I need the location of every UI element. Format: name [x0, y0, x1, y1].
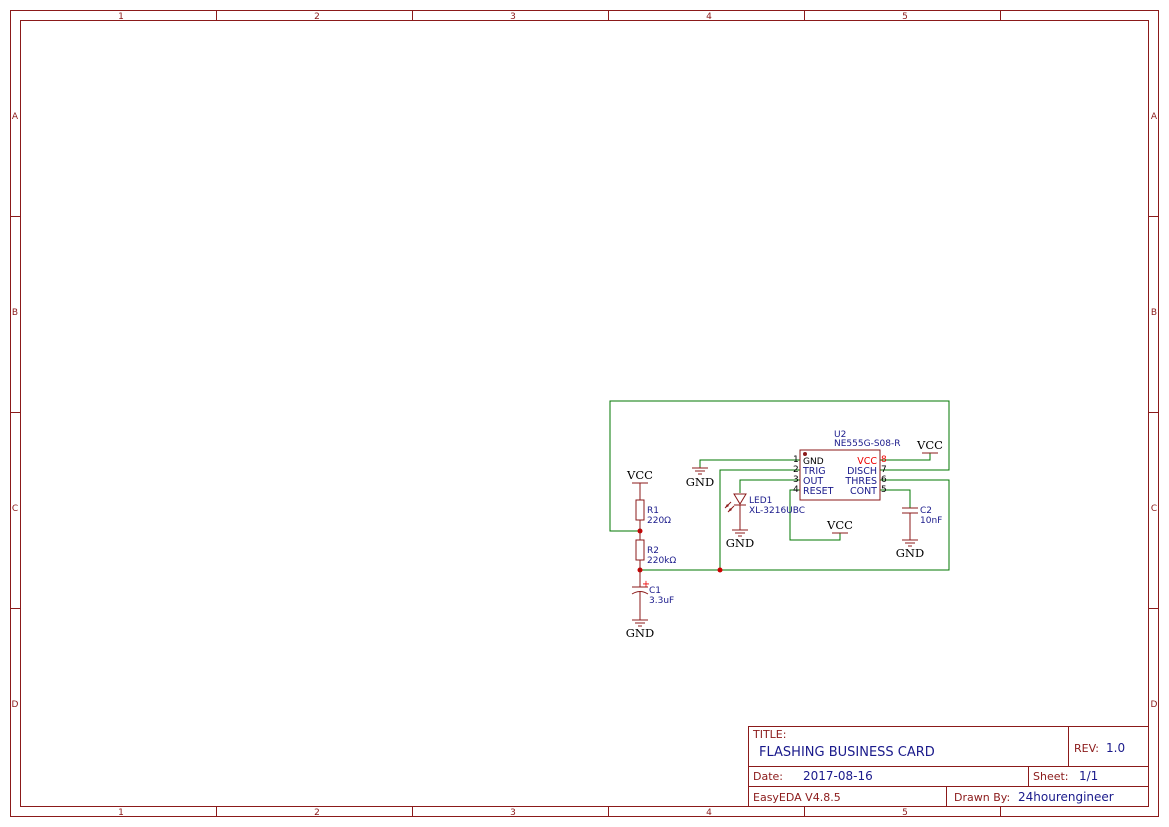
r2-value: 220kΩ [647, 556, 676, 566]
u2-pin-name: CONT [850, 486, 877, 497]
column-label-top: 3 [510, 12, 516, 22]
u2-pin-number: 8 [881, 455, 887, 465]
c1-polarity: + [642, 579, 650, 590]
gnd-label: GND [896, 546, 924, 560]
sheet-label: Sheet: [1033, 770, 1069, 783]
u2-pin-number: 6 [881, 475, 887, 485]
gnd-label: GND [726, 536, 754, 550]
gnd-label: GND [626, 626, 654, 640]
inner-frame [20, 20, 1149, 807]
c1-value: 3.3uF [649, 596, 674, 606]
u2-pin-number: 3 [793, 475, 799, 485]
vcc-label: VCC [826, 518, 853, 532]
title-block: TITLE: FLASHING BUSINESS CARD REV: 1.0 D… [748, 726, 1149, 807]
row-label-right: C [1151, 504, 1157, 514]
vcc-symbol: VCC [916, 438, 943, 454]
u2-pin-name: VCC [857, 456, 877, 467]
row-label-right: D [1151, 700, 1158, 710]
column-label-bottom: 4 [706, 808, 712, 818]
column-label-top: 2 [314, 12, 320, 22]
column-label-bottom: 2 [314, 808, 320, 818]
outer-frame [10, 10, 1159, 817]
led-led1[interactable]: LED1 XL-3216UBC [724, 493, 805, 530]
led1-part: XL-3216UBC [749, 506, 805, 516]
vcc-label: VCC [626, 468, 653, 482]
u2-pin-number: 7 [881, 465, 887, 475]
column-label-bottom: 1 [118, 808, 124, 818]
u2-pin-name: RESET [803, 486, 834, 497]
drawn-by-value: 24hourengineer [1018, 790, 1114, 804]
u2-designator: U2 [834, 430, 846, 440]
led1-designator: LED1 [749, 496, 772, 506]
column-dividers [216, 10, 1001, 817]
c2-designator: C2 [920, 506, 932, 516]
capacitor-c2[interactable]: C2 10nF [902, 506, 942, 540]
column-label-top: 1 [118, 12, 124, 22]
date-label: Date: [753, 770, 783, 783]
u2-pin-number: 4 [793, 485, 799, 495]
c1-designator: C1 [649, 586, 661, 596]
software-label: EasyEDA V4.8.5 [753, 791, 841, 804]
r2-designator: R2 [647, 546, 659, 556]
rev-label: REV: [1074, 742, 1099, 755]
sheet-value: 1/1 [1079, 769, 1098, 783]
row-dividers [10, 216, 1159, 609]
title-label: TITLE: [752, 728, 786, 741]
column-label-top: 4 [706, 12, 712, 22]
row-label-right: A [1151, 112, 1158, 122]
junction-dot [717, 567, 723, 573]
gnd-symbol: GND [896, 539, 924, 560]
gnd-label: GND [686, 475, 714, 489]
row-label-left: C [12, 504, 18, 514]
vcc-label: VCC [916, 438, 943, 452]
u2-part: NE555G-S08-R [834, 439, 901, 449]
r1-value: 220Ω [647, 516, 671, 526]
column-label-bottom: 5 [902, 808, 908, 818]
u2-pin-name: OUT [803, 476, 823, 487]
drawn-by-label: Drawn By: [954, 791, 1010, 804]
row-label-left: B [12, 308, 18, 318]
gnd-symbol: GND [626, 619, 654, 640]
vcc-symbol: VCC [626, 468, 653, 484]
u2-pin-name: DISCH [847, 466, 877, 477]
column-label-bottom: 3 [510, 808, 516, 818]
row-label-right: B [1151, 308, 1157, 318]
u2-pin-name: GND [803, 457, 824, 467]
c2-value: 10nF [920, 516, 942, 526]
wires [609, 400, 950, 571]
u2-pin-name: TRIG [802, 466, 826, 477]
resistor-r1[interactable]: R1 220Ω [635, 483, 671, 531]
u2-pin-number: 5 [881, 485, 887, 495]
u2-pin-number: 2 [793, 465, 799, 475]
u2-pin-name: THRES [844, 476, 877, 487]
row-label-left: A [12, 112, 19, 122]
r1-designator: R1 [647, 506, 659, 516]
resistor-r2[interactable]: R2 220kΩ [635, 531, 676, 570]
date-value: 2017-08-16 [803, 769, 873, 783]
u2-pin-number: 1 [793, 455, 799, 465]
gnd-symbol: GND [726, 529, 754, 550]
row-label-left: D [12, 700, 19, 710]
capacitor-c1[interactable]: + C1 3.3uF [631, 570, 674, 620]
title-value: FLASHING BUSINESS CARD [759, 745, 935, 760]
gnd-symbol: GND [686, 467, 714, 489]
ic-u2[interactable]: U2 NE555G-S08-R 1 2 3 4 GND TRIG OUT RES… [793, 430, 901, 501]
column-label-top: 5 [902, 12, 908, 22]
vcc-symbol: VCC [826, 518, 853, 534]
rev-value: 1.0 [1106, 741, 1125, 755]
